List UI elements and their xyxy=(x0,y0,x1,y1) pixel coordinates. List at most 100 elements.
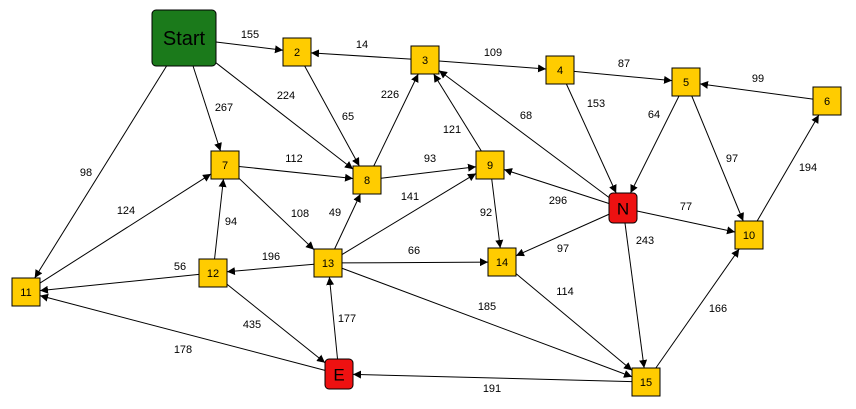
edge-weight-label: 224 xyxy=(277,90,295,102)
edge-13-to-8: 49 xyxy=(329,193,361,250)
edge-Start-to-7: 267 xyxy=(192,65,233,152)
edge-weight-label: 92 xyxy=(480,207,492,219)
node-box xyxy=(198,258,228,288)
edge-N-to-3: 68 xyxy=(438,70,610,198)
node-13: 13 xyxy=(313,248,343,278)
edge-weight-label: 68 xyxy=(520,110,532,122)
node-label: N xyxy=(617,200,629,219)
node-4: 4 xyxy=(545,55,575,85)
edge-weight-label: 93 xyxy=(424,153,436,165)
node-label: 15 xyxy=(640,377,652,389)
edge-weight-label: 155 xyxy=(241,29,259,41)
edge-weight-label: 64 xyxy=(648,109,660,121)
node-label: 9 xyxy=(487,160,493,172)
node-box xyxy=(324,358,354,390)
edge-5-to-N: 64 xyxy=(630,95,680,194)
node-box xyxy=(410,45,440,75)
edge-E-to-11: 178 xyxy=(39,293,326,371)
edge-12-to-7: 94 xyxy=(214,178,237,260)
edge-arrow xyxy=(39,293,326,371)
edge-arrow xyxy=(438,60,547,73)
edge-arrow xyxy=(238,177,315,251)
edge-13-to-15: 185 xyxy=(341,267,633,378)
edge-Start-to-8: 224 xyxy=(215,62,354,170)
edge-arrow xyxy=(192,65,222,152)
node-15: 15 xyxy=(631,367,661,397)
edge-arrow xyxy=(341,267,633,378)
edge-arrow xyxy=(39,273,200,294)
edge-arrow xyxy=(341,173,477,255)
edge-weight-label: 124 xyxy=(117,205,135,217)
node-box xyxy=(475,150,505,180)
edge-weight-label: 196 xyxy=(262,251,280,263)
edge-weight-label: 166 xyxy=(709,303,727,315)
edge-arrow xyxy=(39,173,212,284)
node-n: N xyxy=(608,192,638,224)
edge-arrow xyxy=(573,70,673,84)
edge-3-to-4: 109 xyxy=(438,47,547,73)
node-label: 5 xyxy=(683,77,689,89)
node-box xyxy=(282,37,312,67)
edge-arrow xyxy=(341,258,489,267)
edge-7-to-8: 112 xyxy=(238,153,354,182)
node-label: 7 xyxy=(222,160,228,172)
edge-15-to-10: 166 xyxy=(655,248,740,369)
edge-arrow xyxy=(34,65,168,279)
edge-weight-label: 112 xyxy=(285,153,303,165)
edge-arrow xyxy=(515,273,633,371)
edge-arrow xyxy=(699,80,814,100)
node-box xyxy=(545,55,575,85)
edge-arrow xyxy=(491,178,504,249)
node-8: 8 xyxy=(352,165,382,195)
node-label: 3 xyxy=(422,55,428,67)
edge-weight-label: 66 xyxy=(408,245,420,257)
edge-arrow xyxy=(334,193,361,250)
edge-weight-label: 185 xyxy=(478,301,496,313)
edge-N-to-10: 77 xyxy=(636,201,736,235)
edge-arrow xyxy=(433,73,482,152)
edge-Start-to-11: 98 xyxy=(34,65,168,279)
edge-weight-label: 267 xyxy=(215,102,233,114)
edge-arrow xyxy=(238,165,354,182)
edge-arrow xyxy=(503,168,610,204)
node-3: 3 xyxy=(410,45,440,75)
node-label: 2 xyxy=(294,47,300,59)
edge-weight-label: 121 xyxy=(443,124,461,136)
node-label: 13 xyxy=(322,258,334,270)
edge-4-to-5: 87 xyxy=(573,58,673,84)
edge-8-to-3: 226 xyxy=(373,73,419,167)
edge-5-to-10: 97 xyxy=(691,95,744,222)
node-10: 10 xyxy=(734,220,764,250)
node-14: 14 xyxy=(487,247,517,277)
edge-arrow xyxy=(691,95,744,222)
node-box xyxy=(11,277,41,307)
edge-weight-label: 178 xyxy=(174,344,192,356)
node-box xyxy=(352,165,382,195)
node-label: 4 xyxy=(557,65,563,77)
edge-weight-label: 141 xyxy=(401,191,419,203)
edge-weight-label: 49 xyxy=(329,207,341,219)
node-box xyxy=(487,247,517,277)
edge-Start-to-2: 155 xyxy=(215,29,284,54)
edge-7-to-13: 108 xyxy=(238,177,315,251)
edge-weight-label: 435 xyxy=(243,319,261,331)
edge-3-to-2: 14 xyxy=(310,39,412,60)
edge-arrow xyxy=(215,62,354,170)
node-label: 8 xyxy=(364,175,370,187)
edge-weight-label: 14 xyxy=(356,39,368,51)
edge-weight-label: 77 xyxy=(680,201,692,213)
edge-weight-label: 99 xyxy=(752,73,764,85)
node-start: Start xyxy=(151,9,217,67)
edge-arrow xyxy=(215,41,284,54)
node-label: 11 xyxy=(20,287,31,299)
edge-weight-label: 114 xyxy=(556,286,574,298)
edge-E-to-13: 177 xyxy=(326,276,356,360)
edge-arrow xyxy=(655,248,740,369)
edge-arrow xyxy=(310,49,412,60)
edge-weight-label: 97 xyxy=(726,153,738,165)
edge-4-to-N: 153 xyxy=(565,83,617,194)
edge-9-to-3: 121 xyxy=(433,73,482,152)
edge-arrow xyxy=(636,210,736,235)
edge-2-to-8: 65 xyxy=(304,65,360,167)
edge-12-to-E: 435 xyxy=(226,283,326,364)
